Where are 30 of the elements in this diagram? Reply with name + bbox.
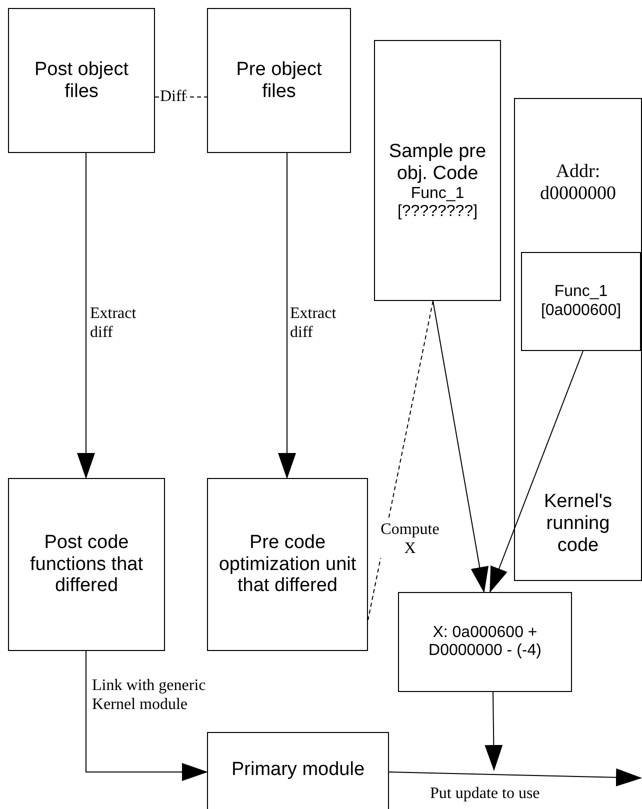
process-box [207, 732, 389, 809]
node-text: Pre code optimization unit that differed [218, 532, 358, 598]
arrow [388, 768, 642, 786]
process-box [207, 8, 351, 153]
process-box [374, 40, 501, 301]
node-text: Sample pre obj. Code [388, 141, 488, 185]
node-text: Post code functions that differed [28, 532, 144, 598]
node-text: Pre object files [235, 58, 323, 102]
process-box [398, 592, 572, 692]
node-text: Func_1 [0a000600] [540, 283, 622, 320]
connector-line [368, 300, 434, 620]
arrow [490, 350, 584, 593]
arrow [86, 650, 208, 781]
node-text: Primary module [230, 759, 366, 781]
arrow [278, 152, 296, 479]
arrow [77, 152, 95, 479]
arrow [432, 300, 489, 593]
node-text: Func_1 [????????] [396, 184, 479, 222]
process-box [521, 252, 641, 351]
node-text: Addr: d0000000 [539, 161, 617, 205]
node-text: Kernel's running code [542, 491, 614, 557]
process-box [8, 478, 165, 651]
arrow [484, 692, 503, 771]
process-box [514, 98, 642, 581]
edge-label: Put update to use [430, 784, 540, 804]
node-text: X: 0a000600 + D0000000 - (-4) [428, 624, 542, 660]
edge-label: Compute X [378, 520, 442, 558]
process-box [207, 478, 368, 651]
node-text: Post object files [34, 58, 130, 102]
process-box [8, 8, 155, 153]
